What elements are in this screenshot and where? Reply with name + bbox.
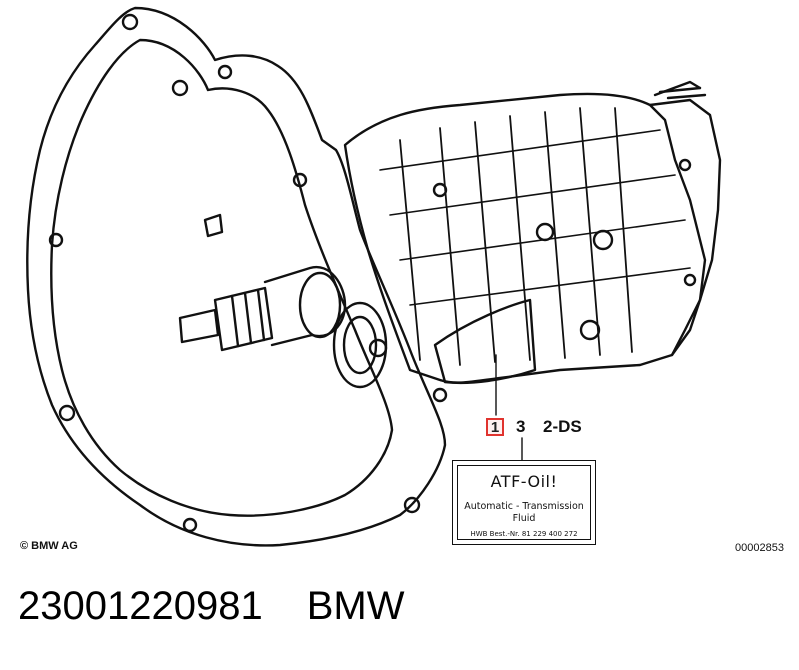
oil-pan bbox=[433, 298, 537, 385]
callout-2ds: 2-DS bbox=[543, 417, 582, 436]
label-line-2: Fluid bbox=[512, 513, 536, 524]
bell-housing-outline bbox=[26, 6, 447, 547]
part-number: 23001220981 bbox=[18, 584, 263, 628]
part-info: 23001220981 BMW bbox=[18, 584, 404, 629]
copyright-notice: © BMW AG bbox=[20, 540, 78, 552]
atf-oil-label: ATF-Oil! Automatic - Transmission Fluid … bbox=[452, 460, 596, 545]
transmission-diagram bbox=[26, 6, 722, 547]
label-title: ATF-Oil! bbox=[490, 472, 558, 491]
callout-1: 1 bbox=[486, 418, 504, 436]
tail-housing bbox=[648, 98, 722, 357]
atf-oil-label-frame: ATF-Oil! Automatic - Transmission Fluid … bbox=[457, 465, 591, 540]
brand-name: BMW bbox=[306, 584, 405, 628]
label-line-1: Automatic - Transmission bbox=[464, 501, 584, 512]
input-shaft bbox=[178, 308, 220, 344]
label-part-ref: HWB Best.-Nr. 81 229 400 272 bbox=[470, 530, 578, 538]
gearbox-case bbox=[343, 92, 707, 384]
output-shaft bbox=[653, 80, 702, 97]
diagram-reference-code: 00002853 bbox=[735, 542, 784, 554]
bell-housing-rim bbox=[50, 38, 394, 517]
callout-3: 3 bbox=[516, 417, 526, 436]
